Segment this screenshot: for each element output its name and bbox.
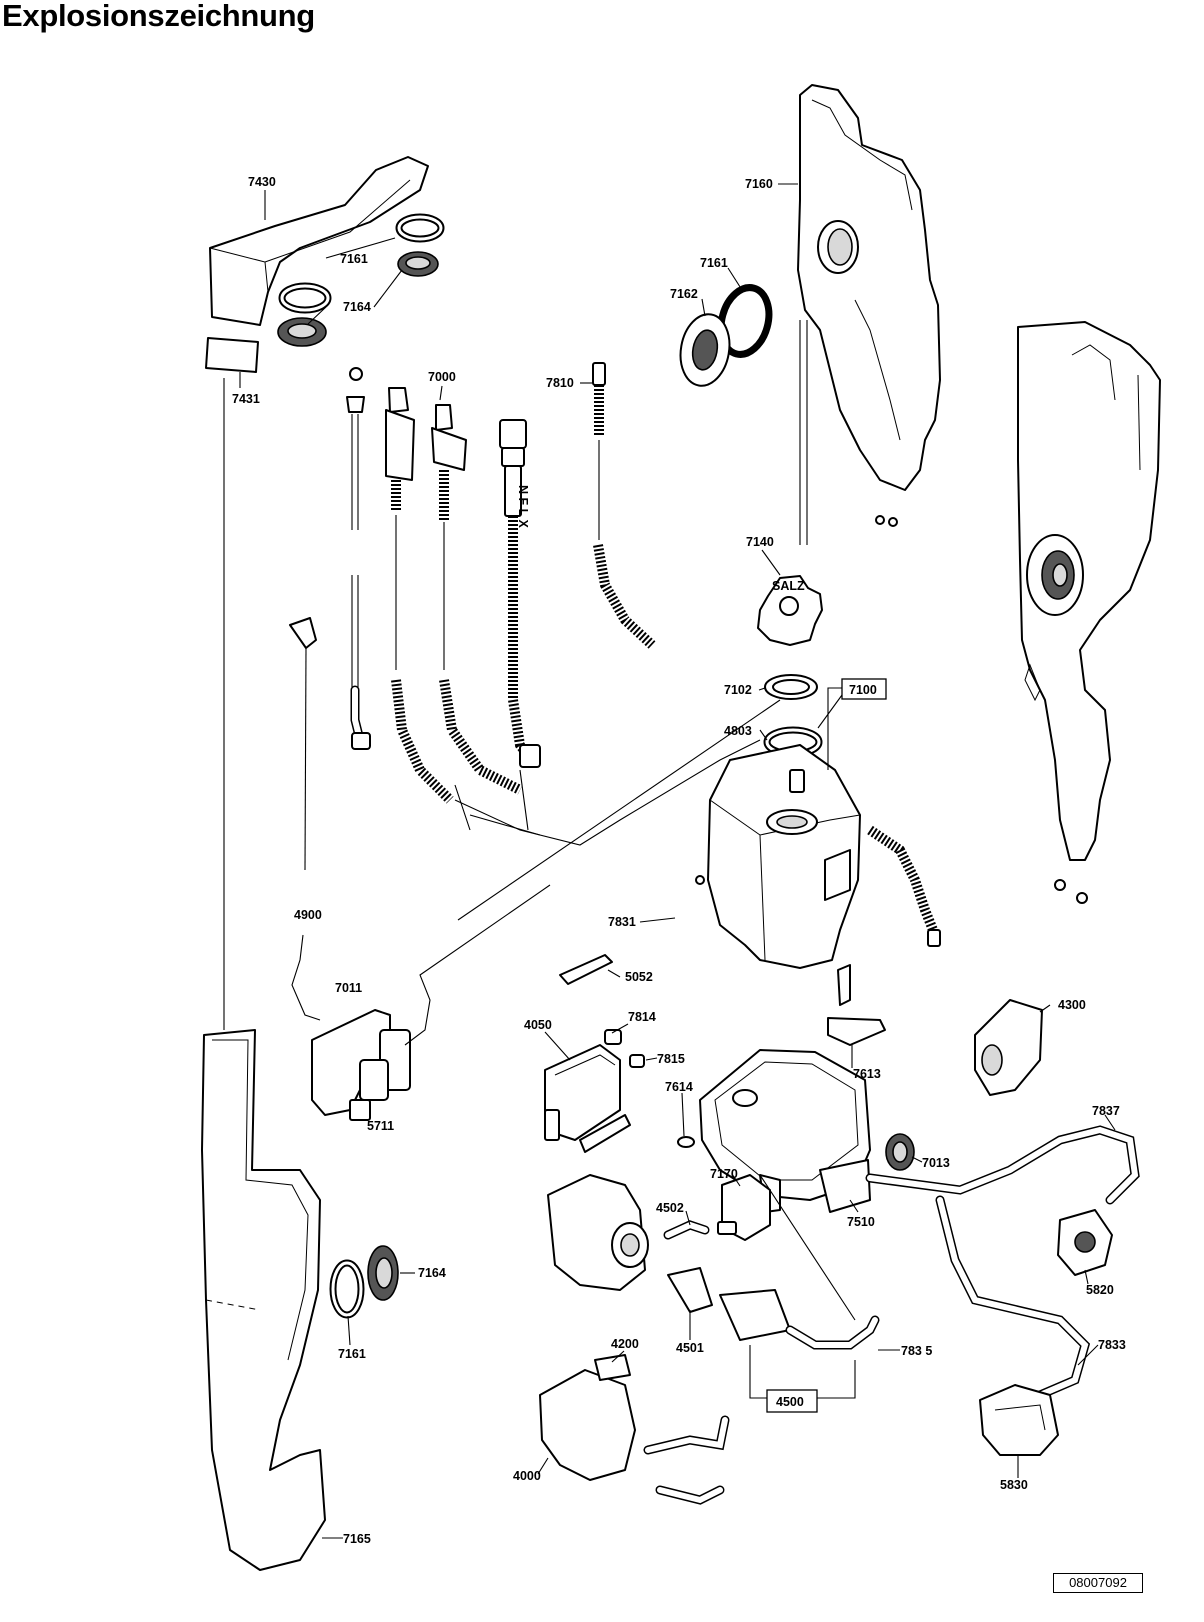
label-7161: 7161: [338, 1347, 366, 1361]
label-7102: 7102: [724, 683, 752, 697]
label-box-7100: [841, 678, 887, 700]
label-7431: 7431: [232, 392, 260, 406]
heater-7170: [717, 1174, 771, 1241]
label-7430: 7430: [248, 175, 276, 189]
label-4803: 4803: [724, 724, 752, 738]
label-7165: 7165: [343, 1532, 371, 1546]
inlet-hoses-7000: N F L X: [346, 362, 761, 846]
seal-7161-bottom: [329, 1259, 365, 1319]
label-7833: 7833: [1098, 1338, 1126, 1352]
clip-7814: [604, 1029, 622, 1045]
filter-7164-top: [277, 251, 439, 347]
label-4900: 4900: [294, 908, 322, 922]
label-7013: 7013: [922, 1156, 950, 1170]
label-5820: 5820: [1086, 1283, 1114, 1297]
bracket-4050: [544, 1044, 631, 1153]
label-7011: 7011: [335, 981, 362, 995]
label-4000: 4000: [513, 1469, 541, 1483]
clip-7815: [629, 1054, 645, 1068]
label-4501: 4501: [676, 1341, 704, 1355]
label-7837: 7837: [1092, 1104, 1120, 1118]
label-7164: 7164: [343, 300, 371, 314]
label-5830: 5830: [1000, 1478, 1028, 1492]
inlet-valve-7011: [311, 699, 781, 1121]
label-4200: 4200: [611, 1337, 639, 1351]
bracket-5052: [559, 954, 613, 985]
hose-4501: [667, 1267, 713, 1313]
label-7814: 7814: [628, 1010, 656, 1024]
label-7170: 7170: [710, 1167, 738, 1181]
label-7835: 783 5: [901, 1344, 932, 1358]
label-7161: 7161: [700, 256, 728, 270]
duct-7165: [201, 1029, 326, 1571]
sensor-5820: [1057, 1209, 1113, 1276]
filter-7613: [827, 964, 886, 1046]
hose-print: N F L X: [516, 485, 530, 528]
air-duct-7160: [797, 84, 941, 545]
hose-4502: [663, 1220, 710, 1240]
part-labels: 7430 7161 7164 7431 7000 7810 7160 7161 …: [232, 175, 1126, 1546]
label-5711: 5711: [367, 1119, 394, 1133]
pump-body: [547, 1174, 649, 1291]
washer-7614: [677, 1136, 695, 1148]
drain-pump-4300: [974, 999, 1043, 1096]
label-7810: 7810: [546, 376, 574, 390]
label-7510: 7510: [847, 1215, 875, 1229]
mains-cable-4900: [289, 617, 321, 1021]
salt-container-7100: [695, 744, 941, 969]
pipe-4500: [719, 1174, 880, 1399]
label-5052: 5052: [625, 970, 653, 984]
label-4300: 4300: [1058, 998, 1086, 1012]
seal-7161-right: [717, 284, 773, 358]
hose-7833: [935, 1195, 1091, 1400]
flange-7162: [679, 313, 731, 387]
label-7140: 7140: [746, 535, 774, 549]
label-7613: 7613: [853, 1067, 881, 1081]
label-7100: 7100: [849, 683, 877, 697]
sump-assembly: [699, 1049, 871, 1213]
page-title: Explosionszeichnung: [2, 0, 315, 33]
label-4502: 4502: [656, 1201, 684, 1215]
label-7614: 7614: [665, 1080, 693, 1094]
label-7161: 7161: [340, 252, 368, 266]
label-4050: 4050: [524, 1018, 552, 1032]
ring-7102: [764, 674, 818, 700]
leader-lines: [239, 183, 1116, 1539]
label-4500: 4500: [776, 1395, 804, 1409]
label-7831: 7831: [608, 915, 636, 929]
hose-7837: [865, 1125, 1140, 1205]
label-7162: 7162: [670, 287, 698, 301]
seal-7013: [885, 1133, 915, 1171]
label-box-4500: [766, 1389, 818, 1413]
salt-cap-print: SALZ: [772, 579, 805, 593]
funnel-part-7430: [205, 156, 429, 373]
heat-pump-4000: [539, 1354, 730, 1505]
filter-7164-bottom: [367, 1245, 399, 1301]
seal-ring-7161-top: [278, 213, 445, 314]
label-7164: 7164: [418, 1266, 446, 1280]
label-7000: 7000: [428, 370, 456, 384]
drawing-number-box: 08007092: [1053, 1573, 1143, 1593]
side-panel: [1017, 321, 1161, 904]
pressure-sensor-5830: [979, 1384, 1059, 1456]
label-7815: 7815: [657, 1052, 685, 1066]
salt-cap-7140: SALZ: [757, 575, 823, 646]
label-7160: 7160: [745, 177, 773, 191]
